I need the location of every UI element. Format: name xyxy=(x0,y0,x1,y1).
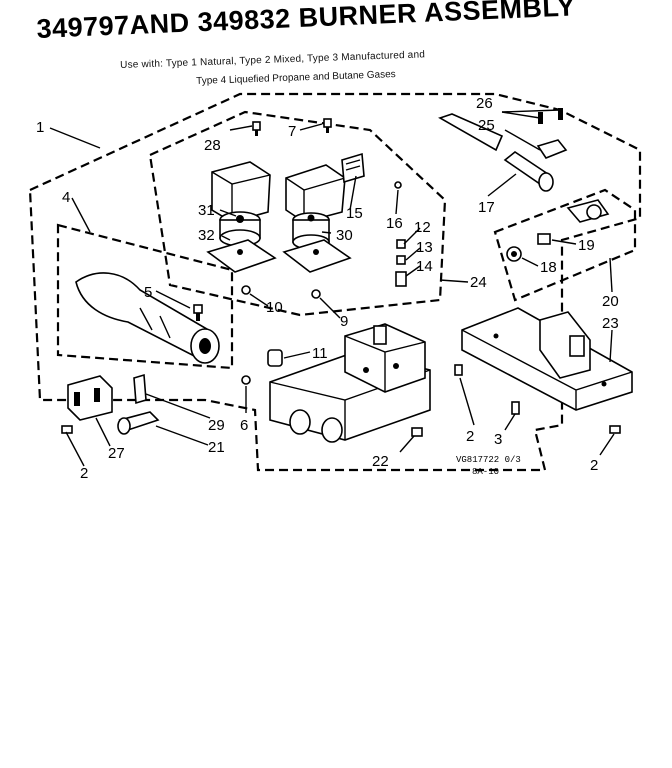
callout-25: 25 xyxy=(478,117,495,134)
nut-18 xyxy=(506,246,522,262)
screw-16 xyxy=(394,181,402,189)
drawing-code: VG817722 0/3 xyxy=(456,455,521,465)
screw-2-a xyxy=(454,364,463,376)
callout-18: 18 xyxy=(540,259,557,276)
screw-3 xyxy=(511,401,520,415)
pilot-tube xyxy=(438,113,554,192)
outer-assembly-boundary xyxy=(28,92,642,472)
screw-2-c xyxy=(61,425,73,434)
mounting-bracket-23 xyxy=(461,307,633,411)
washer-9 xyxy=(311,289,321,299)
solenoid-bracket-left xyxy=(211,161,271,223)
callout-14: 14 xyxy=(416,258,433,275)
screw-2-b xyxy=(609,425,621,434)
callout-17: 17 xyxy=(478,199,495,216)
callout-3: 3 xyxy=(494,431,502,448)
callout-31: 31 xyxy=(198,202,215,219)
bracket-27 xyxy=(67,375,113,421)
solenoid-coil-right xyxy=(292,212,330,250)
pilot-burner-19 xyxy=(537,199,610,245)
solenoid-coil-left xyxy=(219,211,261,247)
callout-9: 9 xyxy=(340,313,348,330)
clip-25-26 xyxy=(536,108,568,159)
callout-7: 7 xyxy=(288,123,296,140)
callout-11: 11 xyxy=(312,345,328,362)
callout-4: 4 xyxy=(62,189,70,206)
callout-2-right-bracket: 2 xyxy=(466,428,474,445)
callout-labels: 1 4 5 28 7 31 32 30 15 16 10 9 11 12 13 … xyxy=(36,95,619,482)
burner-tube-boundary xyxy=(56,223,234,370)
burner-tube xyxy=(75,272,220,364)
drawing-reference: 8A-10 xyxy=(472,467,499,477)
callout-23: 23 xyxy=(602,315,619,332)
callout-5: 5 xyxy=(144,284,152,301)
callout-24: 24 xyxy=(470,274,487,291)
callout-29: 29 xyxy=(208,417,225,434)
callout-28: 28 xyxy=(204,137,221,154)
screw-7 xyxy=(323,118,332,133)
callout-19: 19 xyxy=(578,237,595,254)
valve-plate-left xyxy=(206,239,277,273)
callout-27: 27 xyxy=(108,445,125,462)
callout-12: 12 xyxy=(414,219,431,236)
callout-15: 15 xyxy=(346,205,363,222)
orifice-21 xyxy=(117,411,160,435)
callout-2-left: 2 xyxy=(80,465,88,482)
leader-lines xyxy=(49,109,615,467)
washer-10 xyxy=(241,285,251,295)
callout-26: 26 xyxy=(476,95,493,112)
callout-6: 6 xyxy=(240,417,248,434)
callout-20: 20 xyxy=(602,293,619,310)
callout-10: 10 xyxy=(266,299,283,316)
screw-5 xyxy=(193,304,203,321)
fitting-12-13-14 xyxy=(395,239,407,287)
callout-21: 21 xyxy=(208,439,225,456)
screw-22 xyxy=(411,427,423,437)
pilot-subassembly-boundary xyxy=(493,188,637,302)
terminal-block xyxy=(341,152,365,184)
callout-32: 32 xyxy=(198,227,215,244)
callout-2-far-right: 2 xyxy=(590,457,598,474)
solenoid-bracket-right xyxy=(285,164,346,223)
callout-13: 13 xyxy=(416,239,433,256)
valve-subassembly-boundary xyxy=(148,110,447,317)
spacer-29 xyxy=(133,373,147,405)
callout-22: 22 xyxy=(372,453,389,470)
grommet-11 xyxy=(267,349,283,367)
callout-1: 1 xyxy=(36,119,44,136)
valve-plate-right xyxy=(282,239,352,273)
washer-6 xyxy=(241,375,251,385)
callout-30: 30 xyxy=(336,227,353,244)
screw-28 xyxy=(252,121,261,136)
callout-16: 16 xyxy=(386,215,403,232)
gas-valve-body xyxy=(269,323,431,443)
